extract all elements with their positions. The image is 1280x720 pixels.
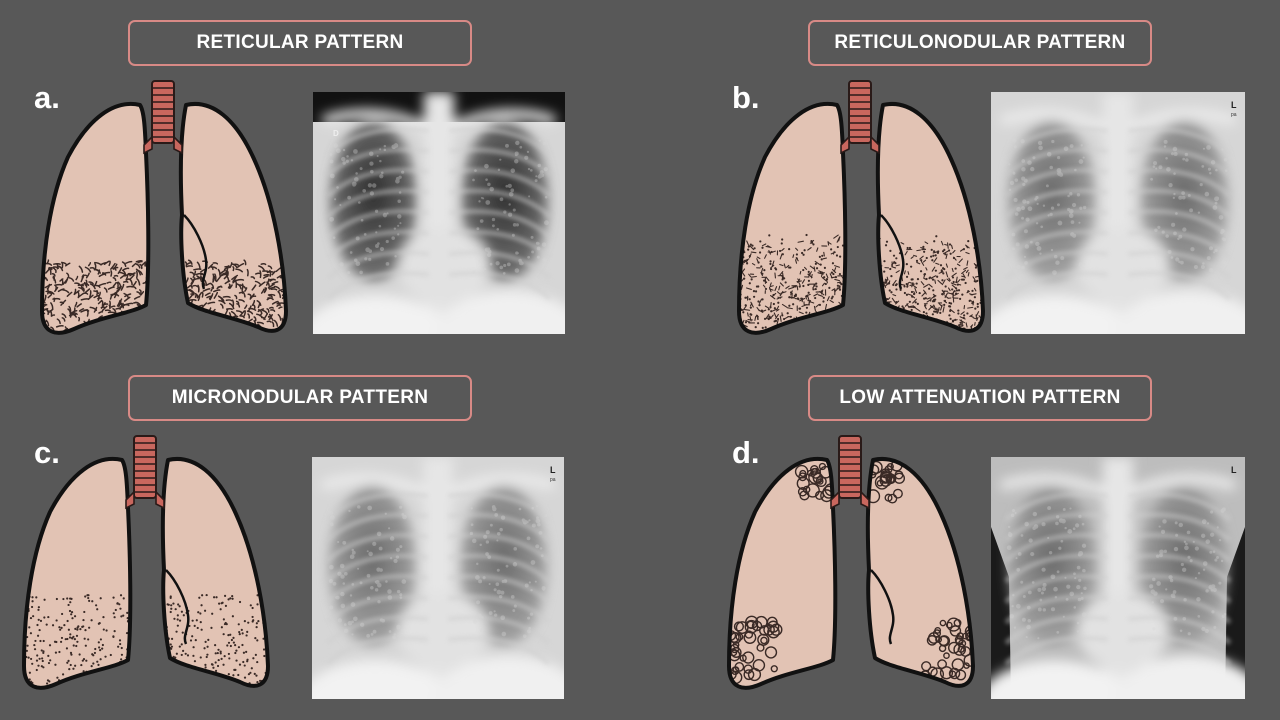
chest-xray-image: L	[991, 457, 1245, 699]
lung-diagram-icon	[737, 80, 985, 335]
panel-d: LOW ATTENUATION PATTERN d. L	[680, 355, 1280, 715]
left-lung	[162, 458, 268, 686]
lung-diagram-icon	[727, 435, 975, 690]
chest-xray-image: Lpa	[991, 92, 1245, 334]
right-lung	[739, 103, 846, 333]
right-lung	[24, 458, 131, 688]
xray-side-marker: L	[550, 465, 556, 475]
left-lung	[877, 103, 983, 331]
pattern-title: LOW ATTENUATION PATTERN	[839, 387, 1121, 408]
pattern-title-box: MICRONODULAR PATTERN	[128, 375, 472, 421]
pattern-title: RETICULAR PATTERN	[196, 32, 404, 53]
fissure-line	[165, 569, 190, 645]
pattern-title-box: RETICULONODULAR PATTERN	[808, 20, 1152, 66]
fissure-line	[183, 214, 208, 290]
pattern-title-box: LOW ATTENUATION PATTERN	[808, 375, 1152, 421]
xray-view-marker: pa	[1231, 112, 1237, 118]
left-lung	[180, 103, 286, 331]
chest-xray-image: D	[313, 92, 565, 334]
pattern-marks-right	[729, 462, 836, 684]
lung-diagram-icon	[40, 80, 288, 335]
pattern-title-box: RETICULAR PATTERN	[128, 20, 472, 66]
panel-letter: c.	[34, 435, 60, 470]
pattern-title: RETICULONODULAR PATTERN	[834, 32, 1126, 53]
pattern-marks-left	[867, 459, 973, 682]
trachea-icon	[143, 80, 183, 155]
lung-diagram-icon	[22, 435, 270, 690]
panel-a: RETICULAR PATTERN a. D	[0, 0, 640, 360]
xray-side-marker: D	[333, 129, 339, 138]
left-lung	[867, 458, 973, 686]
xray-view-marker: pa	[550, 477, 556, 483]
xray-side-marker: L	[1231, 100, 1237, 110]
pattern-title: MICRONODULAR PATTERN	[171, 387, 429, 408]
fissure-line	[880, 214, 905, 290]
trachea-icon	[840, 80, 880, 155]
panel-letter: a.	[34, 80, 60, 115]
panel-letter: d.	[732, 435, 760, 470]
chest-xray-image: Lpa	[312, 457, 564, 699]
panel-letter: b.	[732, 80, 760, 115]
xray-side-marker: L	[1231, 465, 1237, 475]
fissure-line	[870, 569, 895, 645]
trachea-icon	[830, 435, 870, 510]
trachea-icon	[125, 435, 165, 510]
